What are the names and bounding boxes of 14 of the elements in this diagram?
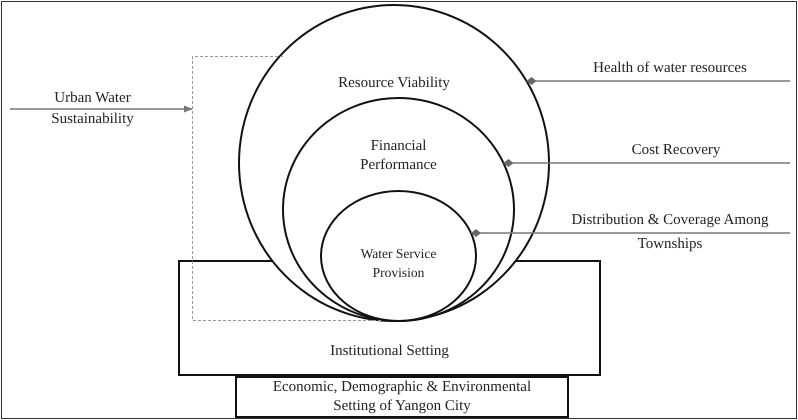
node-text: Institutional Setting <box>329 342 450 361</box>
node-text: Water Service Provision <box>360 245 438 282</box>
setting-box <box>235 376 569 418</box>
leader-line <box>503 159 790 167</box>
leader-line <box>470 229 790 237</box>
node-text: Distribution & Coverage Among Townships <box>570 211 770 254</box>
node-text: Health of water resources <box>592 59 748 78</box>
node-text: Resource Viability <box>337 74 451 93</box>
arrow <box>10 105 193 113</box>
node-text: Urban Water Sustainability <box>50 89 135 129</box>
node-text: Financial Performance <box>359 137 438 175</box>
node-text: Cost Recovery <box>630 141 722 160</box>
node-text: Economic, Demographic & Environmental Setting of Yangon City <box>272 378 532 416</box>
leader-line <box>526 77 790 85</box>
